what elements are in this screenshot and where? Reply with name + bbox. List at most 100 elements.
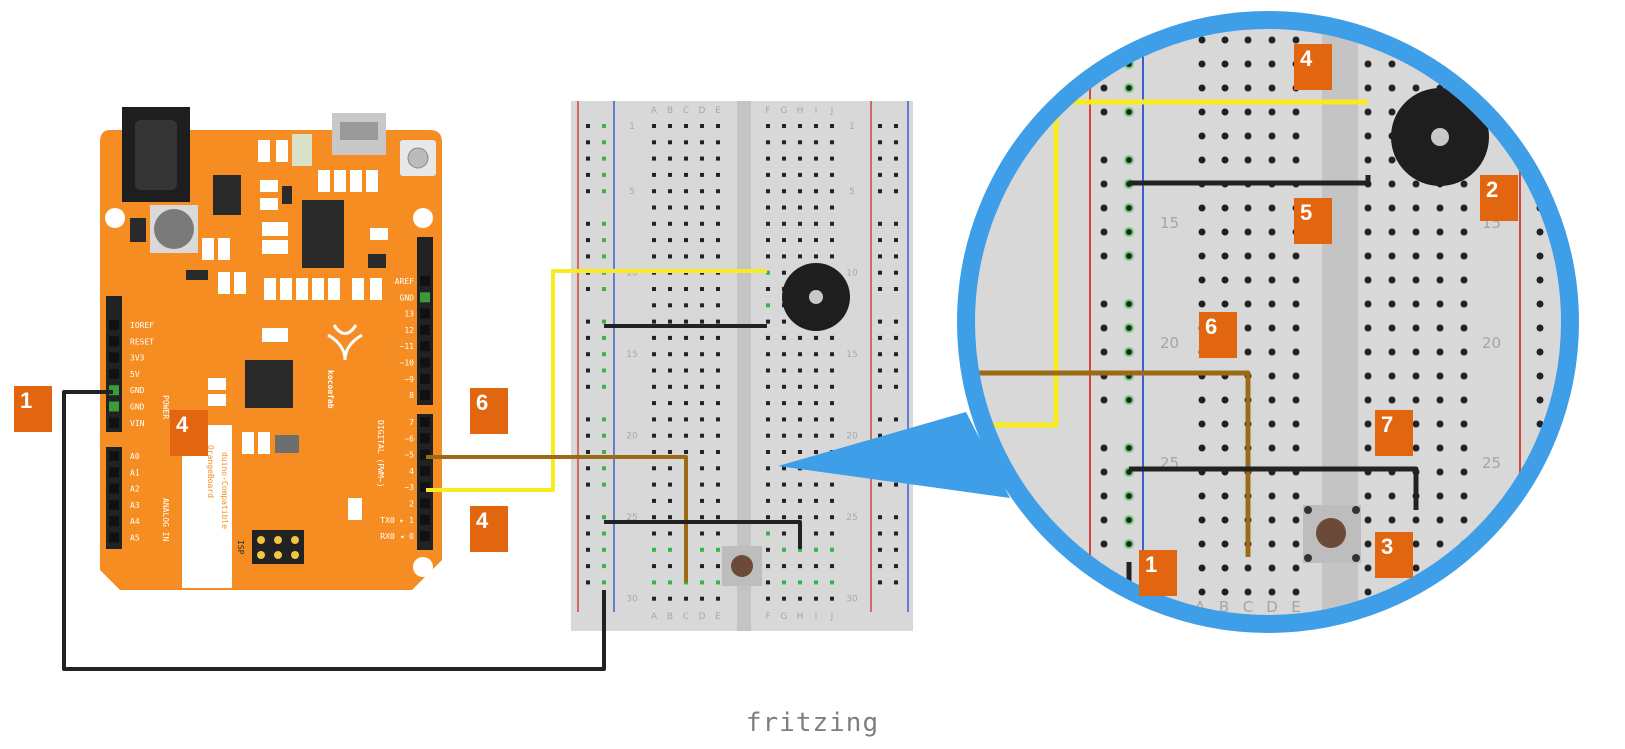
breadboard-hole: [668, 254, 672, 259]
breadboard-hole: [830, 172, 834, 177]
zoom-hole: [1244, 228, 1252, 236]
header-pin: [420, 417, 430, 427]
zoom-hole: [1388, 372, 1396, 380]
rail-hole: [602, 547, 606, 552]
zoom-hole: [1536, 156, 1544, 164]
breadboard-hole: [830, 417, 834, 422]
breadboard-hole: [782, 580, 786, 585]
breadboard-hole: [766, 450, 770, 454]
zoom-hole: [1292, 396, 1300, 404]
zoom-hole: [1436, 276, 1444, 284]
breadboard-hole: [814, 368, 818, 373]
zoom-hole: [1198, 300, 1206, 308]
breadboard-hole: [716, 466, 720, 471]
breadboard-hole: [668, 417, 672, 422]
pin-label: 13: [404, 310, 414, 319]
zoom-hole: [1460, 180, 1468, 188]
pin-label: GND: [130, 386, 145, 395]
header-pin: [420, 482, 430, 493]
rail-hole: [586, 287, 590, 291]
breadboard-hole: [798, 189, 802, 194]
breadboard-hole: [798, 368, 802, 373]
marker-7: 7: [1375, 410, 1413, 456]
rail-hole: [586, 433, 590, 438]
breadboard-hole: [830, 498, 834, 503]
pin-label: ~10: [400, 359, 415, 368]
zoom-hole: [1412, 324, 1420, 332]
breadboard-hole: [830, 482, 834, 487]
row-number: 5: [849, 187, 855, 197]
breadboard-hole: [766, 221, 770, 226]
header-pin: [109, 417, 119, 428]
zoom-hole: [1436, 36, 1444, 44]
breadboard-hole: [830, 140, 834, 145]
breadboard-hole: [814, 156, 818, 161]
breadboard-hole: [766, 254, 770, 259]
header-pin: [420, 433, 430, 444]
rail-hole: [878, 564, 882, 569]
breadboard-hole: [798, 498, 802, 503]
breadboard-hole: [652, 433, 656, 438]
zoom-hole: [1388, 108, 1396, 116]
zoom-hole: [1268, 36, 1276, 44]
breadboard-hole: [766, 189, 770, 194]
breadboard-hole: [766, 531, 770, 536]
breadboard-hole: [700, 238, 704, 243]
zoom-hole: [1244, 36, 1252, 44]
zoom-hole: [1536, 300, 1544, 308]
zoom-hole: [1221, 132, 1229, 140]
column-letter: G: [781, 612, 788, 622]
zoom-hole: [1268, 516, 1276, 524]
wire-pin5-brown: [426, 455, 688, 582]
breadboard-hole: [782, 172, 786, 177]
zoom-hole: [1412, 564, 1420, 572]
rail-hole: [878, 368, 882, 373]
board-subtitle-text: duino-Compatible: [220, 452, 229, 529]
zoom-hole: [1198, 564, 1206, 572]
breadboard-hole: [766, 238, 770, 243]
isp-label: ISP: [236, 540, 245, 555]
zoom-hole: [1412, 516, 1420, 524]
breadboard-hole: [716, 482, 720, 487]
rail-hole: [586, 221, 590, 226]
breadboard-hole: [782, 221, 786, 226]
breadboard-hole: [684, 417, 688, 422]
zoom-hole: [1100, 516, 1108, 524]
rail-hole: [878, 417, 882, 422]
zoom-hole: [1268, 396, 1276, 404]
breadboard-hole: [668, 596, 672, 601]
zoom-hole: [1388, 180, 1396, 188]
breadboard-hole: [652, 189, 656, 194]
breadboard-hole: [668, 547, 672, 552]
breadboard-hole: [684, 287, 688, 291]
breadboard-hole: [830, 238, 834, 243]
breadboard-hole: [700, 401, 704, 406]
zoom-hole: [1536, 540, 1544, 548]
rail-hole: [894, 580, 898, 585]
zoom-hole: [1460, 300, 1468, 308]
breadboard-hole: [782, 450, 786, 454]
header-pin: [420, 465, 430, 476]
rail-hole: [894, 221, 898, 226]
breadboard-hole: [716, 352, 720, 357]
breadboard-hole: [668, 172, 672, 177]
zoom-hole: [1268, 252, 1276, 260]
breadboard-hole: [782, 547, 786, 552]
zoom-hole: [1198, 156, 1206, 164]
breadboard-hole: [668, 221, 672, 226]
zoom-hole: [1244, 156, 1252, 164]
header-pin: [420, 514, 430, 525]
zoom-row-label: 20: [1160, 334, 1179, 352]
breadboard-hole: [782, 254, 786, 259]
breadboard-hole: [700, 172, 704, 177]
column-letter: J: [830, 106, 834, 116]
zoom-hole: [1100, 300, 1108, 308]
breadboard-hole: [716, 156, 720, 161]
rail-hole: [894, 547, 898, 552]
pin-label: RX0 ◂ 0: [380, 532, 414, 541]
breadboard-hole: [814, 172, 818, 177]
rail-hole: [894, 564, 898, 569]
zoom-hole: [1244, 348, 1252, 356]
rail-hole: [602, 450, 606, 454]
breadboard-hole: [798, 515, 802, 520]
